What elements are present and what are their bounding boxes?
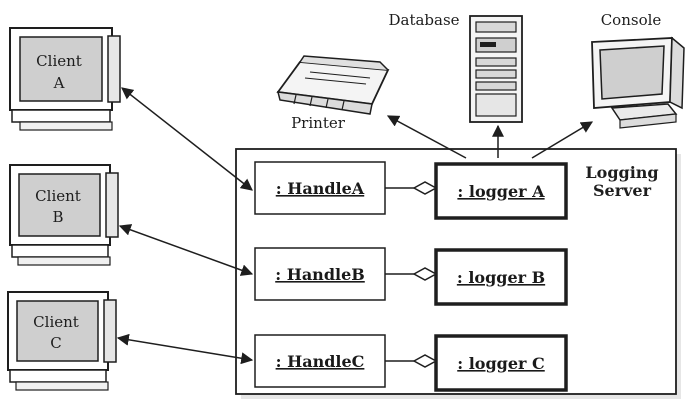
aggregation-a [385, 181, 438, 195]
handler-c-box [254, 334, 386, 388]
printer-label: Printer [291, 114, 346, 132]
computer-terminal-icon [7, 291, 117, 391]
server-title-line2: Server [593, 181, 652, 200]
logger-b: : logger B [434, 248, 568, 306]
handler-b: : HandleB [254, 247, 386, 301]
logger-c-box [434, 334, 568, 392]
logger-c-label: : logger C [457, 354, 545, 373]
client-b-letter: B [52, 208, 63, 226]
database-label: Database [388, 11, 459, 29]
client-c-label: Client [33, 313, 79, 331]
aggregation-diamond [412, 354, 438, 368]
handler-b-label: : HandleB [275, 265, 365, 284]
computer-terminal-icon [9, 27, 121, 131]
client-a: Client A [9, 27, 121, 131]
aggregation-c [385, 354, 438, 368]
database-device: Database [388, 11, 523, 123]
logger-c: : logger C [434, 334, 568, 392]
handler-c: : HandleC [254, 334, 386, 388]
console-device: Console [591, 11, 685, 129]
logger-a: : logger A [434, 162, 568, 220]
console-label: Console [601, 11, 662, 29]
client-b: Client B [9, 164, 119, 266]
logger-b-box [434, 248, 568, 306]
aggregation-b [385, 267, 438, 281]
handler-a: : HandleA [254, 161, 386, 215]
logger-a-label: : logger A [457, 182, 545, 201]
computer-terminal-icon [9, 164, 119, 266]
client-b-label: Client [35, 187, 81, 205]
client-c: Client C [7, 291, 117, 391]
server-tower-icon [469, 15, 523, 123]
aggregation-diamond [412, 181, 438, 195]
arrow-to-console [531, 121, 594, 159]
aggregation-diamond [412, 267, 438, 281]
monitor-icon [591, 36, 685, 129]
handler-c-label: : HandleC [276, 352, 365, 371]
logger-a-box [434, 162, 568, 220]
arrow-client-a-handle-a [121, 87, 253, 191]
server-title-line1: Logging [585, 163, 658, 182]
logger-b-label: : logger B [457, 268, 545, 287]
printer-icon [276, 55, 390, 115]
client-a-label: Client [36, 52, 82, 70]
arrow-client-c-handle-c [116, 333, 254, 365]
arrow-to-printer [386, 115, 467, 159]
client-a-letter: A [53, 74, 65, 92]
printer-device: Printer [276, 55, 390, 132]
handler-a-label: : HandleA [276, 179, 365, 198]
arrow-client-b-handle-b [118, 224, 254, 276]
handler-b-box [254, 247, 386, 301]
client-c-letter: C [50, 334, 61, 352]
